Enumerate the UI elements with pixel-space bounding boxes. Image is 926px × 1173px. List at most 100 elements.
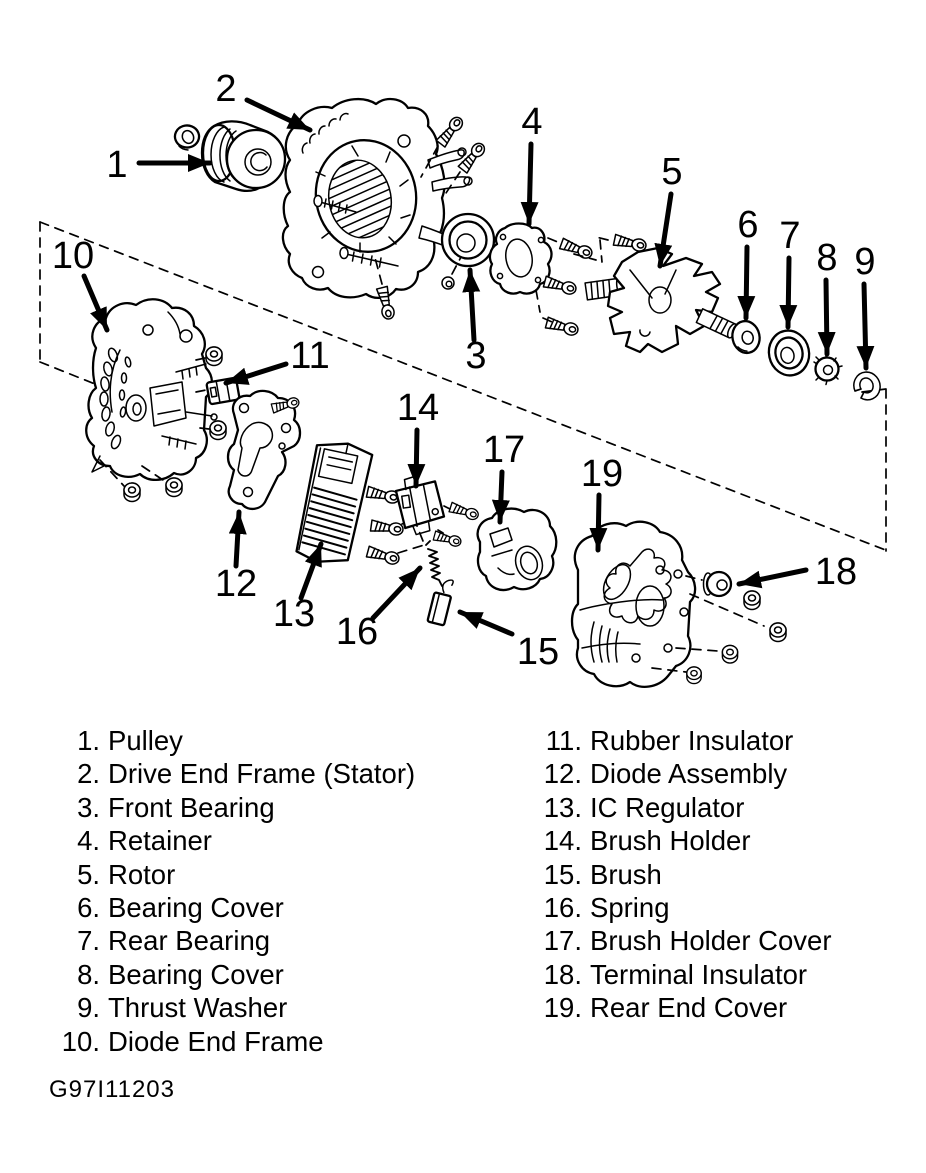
- legend-item-4: 4.Retainer: [50, 824, 415, 857]
- callout-3: 3: [462, 267, 487, 377]
- legend-item-19: 19.Rear End Cover: [532, 991, 831, 1024]
- retainer-leader-dashes: [535, 236, 609, 323]
- callout-17-number: 17: [483, 429, 525, 471]
- legend-label: Brush Holder Cover: [590, 925, 832, 957]
- callout-8: 8: [816, 237, 838, 357]
- callout-8-number: 8: [816, 237, 837, 279]
- legend-num: 9.: [77, 992, 100, 1024]
- legend-item-16: 16.Spring: [532, 891, 831, 924]
- legend-label: Drive End Frame (Stator): [108, 758, 416, 790]
- part-pulley-nut: [173, 124, 201, 151]
- callout-9-number: 9: [854, 241, 875, 283]
- callout-12: 12: [215, 509, 257, 605]
- callout-15-arrow: [457, 609, 515, 637]
- legend-num: 12.: [543, 758, 582, 790]
- legend-item-2: 2.Drive End Frame (Stator): [50, 757, 415, 790]
- legend-label: Rubber Insulator: [590, 725, 794, 756]
- legend-label: Terminal Insulator: [590, 958, 808, 990]
- stator-laminations: [322, 155, 398, 243]
- legend-label: Brush Holder: [590, 825, 751, 857]
- callout-14: 14: [397, 387, 439, 489]
- part-brush-holder-cover: [476, 507, 558, 592]
- callout-9: 9: [854, 241, 876, 371]
- legend-item-13: 13.IC Regulator: [532, 791, 831, 824]
- legend-label: Retainer: [108, 825, 212, 857]
- callout-6-arrow: [737, 244, 756, 321]
- legend-num: 8.: [77, 958, 100, 990]
- dashed-main-diagonal: [39, 221, 889, 552]
- legend-item-12: 12.Diode Assembly: [532, 757, 831, 790]
- callout-18-number: 18: [815, 551, 857, 593]
- callout-12-arrow: [228, 509, 247, 569]
- callout-10-number: 10: [52, 235, 94, 277]
- callout-4-number: 4: [521, 101, 542, 143]
- callout-10: 10: [52, 235, 110, 333]
- callout-5: 5: [654, 151, 683, 269]
- stator-lead: [427, 149, 465, 169]
- callout-15: 15: [457, 609, 559, 673]
- legend-num: 11.: [545, 725, 582, 756]
- frame-nut: [205, 346, 223, 367]
- callout-3-arrow: [462, 267, 481, 343]
- legend-item-3: 3.Front Bearing: [50, 791, 415, 824]
- legend-num: 7.: [77, 925, 100, 957]
- callout-11-number: 11: [290, 335, 329, 377]
- legend-item-6: 6.Bearing Cover: [50, 891, 415, 924]
- part-rotor: [584, 246, 738, 354]
- legend-column-left: 1. Pulley 2.Drive End Frame (Stator) 3.Fr…: [50, 724, 415, 1058]
- part-rear-bearing: [767, 329, 811, 377]
- cover-nut: [743, 590, 761, 611]
- callout-11-arrow: [223, 361, 289, 386]
- legend-label: Bearing Cover: [108, 958, 284, 990]
- insulator-leader-dash: [195, 389, 207, 393]
- callout-16: 16: [336, 565, 423, 653]
- callout-1: 1: [106, 144, 213, 186]
- part-brush: [426, 579, 454, 627]
- callout-19: 19: [581, 453, 623, 553]
- legend-num: 18.: [543, 958, 582, 990]
- legend-label: Spring: [590, 892, 670, 924]
- part-terminal-insulator: [702, 570, 733, 598]
- callout-2-number: 2: [215, 68, 236, 110]
- callout-13-number: 13: [273, 593, 315, 635]
- frame-nut: [123, 482, 141, 503]
- callout-14-number: 14: [397, 387, 439, 429]
- callout-4-arrow: [520, 141, 539, 227]
- part-spring: [416, 525, 443, 587]
- frame-screw: [435, 114, 466, 149]
- legend-label: Rotor: [108, 858, 176, 890]
- callout-3-number: 3: [465, 335, 486, 377]
- regulator-screw: [365, 544, 402, 567]
- callout-9-arrow: [856, 281, 875, 371]
- legend-num: 5.: [77, 858, 100, 890]
- part-front-bearing: [440, 212, 496, 290]
- legend-item-17: 17.Brush Holder Cover: [532, 924, 832, 957]
- frame-nut: [165, 477, 183, 498]
- legend-label: Bearing Cover: [108, 892, 284, 924]
- legend-label: Diode End Frame: [108, 1025, 324, 1057]
- callout-18-arrow: [736, 567, 809, 589]
- callout-5-arrow: [654, 191, 674, 269]
- legend-num: 1.: [77, 725, 100, 756]
- callout-19-number: 19: [581, 453, 623, 495]
- part-thrust-washer: [853, 371, 881, 401]
- frame-nut: [209, 420, 227, 441]
- callout-2: 2: [215, 68, 313, 133]
- retainer-screw: [542, 274, 579, 297]
- part-pulley: [200, 120, 287, 193]
- legend-label: IC Regulator: [590, 791, 745, 823]
- legend-item-18: 18.Terminal Insulator: [532, 958, 831, 991]
- part-retainer: [488, 222, 553, 295]
- callout-10-arrow: [81, 273, 110, 333]
- callout-4: 4: [520, 101, 543, 227]
- part-ic-regulator: [295, 442, 374, 563]
- dashed-right-vertical: [861, 388, 887, 552]
- legend-item-5: 5.Rotor: [50, 858, 415, 891]
- callout-6: 6: [737, 204, 759, 321]
- legend-num: 3.: [77, 791, 100, 823]
- brush-holder-screw: [432, 529, 463, 549]
- brush-holder-screw: [448, 501, 481, 522]
- legend-label: Pulley: [108, 725, 183, 756]
- callout-15-number: 15: [517, 631, 559, 673]
